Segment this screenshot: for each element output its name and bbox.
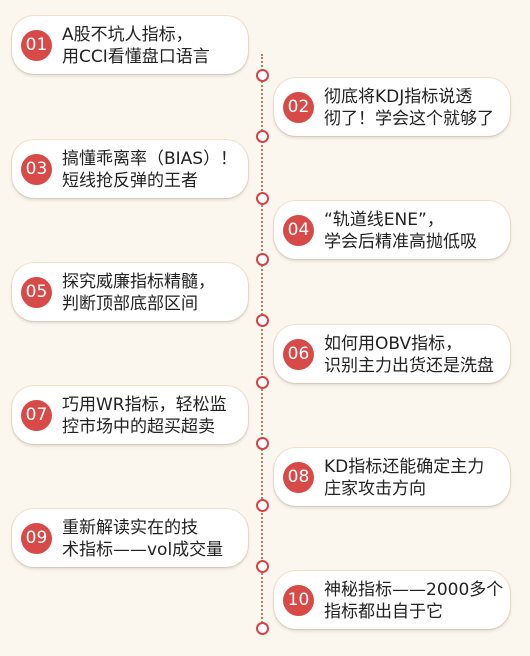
timeline-dot [256,622,269,635]
timeline-dot [256,130,269,143]
list-item[interactable]: 04 “轨道线ENE”，学会后精准高抛低吸 [274,201,510,259]
item-number-badge: 09 [21,523,52,554]
timeline-dot [256,499,269,512]
item-title: 彻底将KDJ指标说透彻了！学会这个就够了 [324,87,494,129]
item-title: 探究威廉指标精髓，判断顶部底部区间 [62,272,215,314]
timeline-dot [256,376,269,389]
timeline-dot [256,437,269,450]
timeline-dot [256,253,269,266]
timeline-dot [256,69,269,82]
item-title: 搞懂乖离率（BIAS）！短线抢反弹的王者 [62,149,238,191]
item-title: 如何用OBV指标，识别主力出货还是洗盘 [324,334,494,376]
timeline-dot [256,314,269,327]
item-title: 重新解读实在的技术指标——vol成交量 [62,518,224,560]
timeline-dot [256,560,269,573]
list-item[interactable]: 07 巧用WR指标，轻松监控市场中的超买超卖 [12,386,248,444]
item-number-badge: 05 [21,277,52,308]
item-title: A股不坑人指标，用CCI看懂盘口语言 [62,25,210,67]
item-number-badge: 06 [283,339,314,370]
timeline-line [261,54,263,634]
list-item[interactable]: 06 如何用OBV指标，识别主力出货还是洗盘 [274,325,510,383]
list-item[interactable]: 10 神秘指标——2000多个指标都出自于它 [274,571,510,629]
item-title: “轨道线ENE”，学会后精准高抛低吸 [324,210,477,252]
item-number-badge: 03 [21,154,52,185]
list-item[interactable]: 09 重新解读实在的技术指标——vol成交量 [12,509,248,567]
item-title: 巧用WR指标，轻松监控市场中的超买超卖 [62,395,227,437]
item-number-badge: 07 [21,400,52,431]
list-item[interactable]: 03 搞懂乖离率（BIAS）！短线抢反弹的王者 [12,140,248,198]
list-item[interactable]: 02 彻底将KDJ指标说透彻了！学会这个就够了 [274,78,510,136]
item-number-badge: 08 [283,462,314,493]
list-item[interactable]: 08 KD指标还能确定主力庄家攻击方向 [274,448,510,506]
list-item[interactable]: 01 A股不坑人指标，用CCI看懂盘口语言 [12,16,248,74]
item-number-badge: 01 [21,30,52,61]
item-number-badge: 04 [283,215,314,246]
item-number-badge: 10 [283,585,314,616]
list-item[interactable]: 05 探究威廉指标精髓，判断顶部底部区间 [12,263,248,321]
item-number-badge: 02 [283,92,314,123]
item-title: KD指标还能确定主力庄家攻击方向 [324,457,485,499]
timeline-dot [256,192,269,205]
item-title: 神秘指标——2000多个指标都出自于它 [324,580,504,622]
